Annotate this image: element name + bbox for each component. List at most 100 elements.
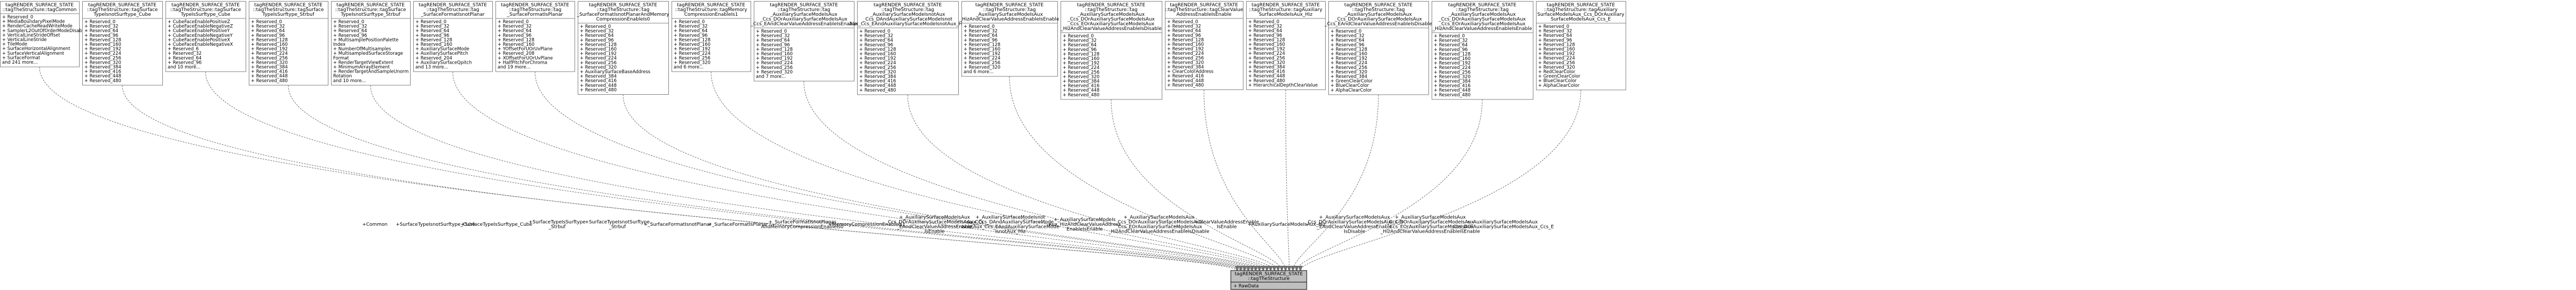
class-title-line: _Ccs_DOrAuxiliarySurfaceModeIsAux [1067, 17, 1155, 22]
class-box[interactable] [1061, 1, 1162, 100]
class-box[interactable] [857, 1, 959, 95]
class-member: + Reserved_416 [84, 69, 121, 75]
edge-label: _Ccs_DOrAuxiliarySurfaceModeIsAux [1115, 220, 1203, 225]
class-member: + Reserved_96 [580, 38, 614, 43]
class-member: + Reserved_256 [1538, 61, 1575, 66]
composition-edge [1293, 95, 1379, 271]
class-member: + Reserved_64 [1330, 38, 1364, 43]
class-member: + Reserved_224 [251, 51, 288, 56]
class-node-11[interactable]: tagRENDER_SURFACE_STATE::tagTheStructure… [959, 1, 1059, 77]
class-box[interactable] [495, 1, 575, 72]
class-title-line: ::tagTheStructure::tag [509, 7, 561, 13]
target-class[interactable]: tagRENDER_SURFACE_STATE ::tagTheStructur… [1230, 270, 1307, 290]
class-title-line: _AuxiliarySurfaceModeIsAux [1448, 12, 1516, 17]
class-box[interactable] [249, 1, 328, 86]
edge-label: +_AuxiliarySurfaceModeIsAux [1467, 220, 1538, 225]
class-title-line: tagRENDER_SURFACE_STATE [1170, 3, 1238, 8]
class-member: + Reserved_224 [1538, 56, 1575, 61]
class-member: + Reserved_96 [1538, 38, 1572, 43]
class-node-13[interactable]: tagRENDER_SURFACE_STATE::tagTheStructure… [1165, 1, 1243, 90]
composition-edge [1297, 99, 1483, 271]
class-node-16[interactable]: tagRENDER_SURFACE_STATE::tagTheStructure… [1432, 1, 1533, 100]
composition-edge [711, 72, 1267, 271]
composition-edge [803, 81, 1271, 271]
class-member: + Reserved_320 [1063, 74, 1100, 79]
class-node-14[interactable]: tagRENDER_SURFACE_STATE::tagTheStructure… [1246, 1, 1326, 90]
class-member: + Reserved_96 [964, 38, 997, 43]
class-node-17[interactable]: tagRENDER_SURFACE_STATE::tagTheStructure… [1536, 1, 1626, 91]
class-node-4[interactable]: tagRENDER_SURFACE_STATE::tagTheStructure… [331, 1, 411, 86]
class-member: + Reserved_96 [84, 33, 118, 38]
class-box[interactable] [754, 1, 854, 82]
class-box[interactable] [1328, 1, 1429, 95]
edge-label: _Ccs_DOrAuxiliarySurfaceModeIsAux_Ccs [1305, 220, 1404, 225]
class-box[interactable] [331, 1, 411, 86]
class-title-line: _Ccs_DOrAuxiliarySurfaceModeIsAux [1438, 17, 1526, 22]
class-title-line: tagRENDER_SURFACE_STATE [1251, 3, 1320, 8]
class-member: and 241 more... [2, 60, 38, 65]
class-title-line: _Ccs_EAndClearValueAddressEnableIsEnable [751, 22, 857, 27]
class-member: + RedClearColor [1538, 69, 1576, 75]
class-member: + AlphaClearColor [1330, 88, 1372, 93]
class-member: + Reserved_256 [1330, 65, 1367, 71]
class-box[interactable] [1432, 1, 1533, 100]
class-node-8[interactable]: tagRENDER_SURFACE_STATE::tagTheStructure… [672, 1, 751, 72]
class-member: + Reserved_0 [756, 29, 787, 34]
class-member: + MinimumArrayElement [333, 65, 390, 70]
class-member: + Reserved_192 [1248, 47, 1285, 52]
class-node-7[interactable]: tagRENDER_SURFACE_STATE::tagTheStructure… [576, 1, 669, 95]
class-title-line: _SurfaceFormatIsPlanar [507, 12, 563, 17]
class-node-5[interactable]: tagRENDER_SURFACE_STATE::tagTheStructure… [413, 1, 493, 72]
class-member: + Reserved_320 [1330, 69, 1367, 75]
class-member: + Reserved_224 [964, 56, 1000, 61]
class-node-6[interactable]: tagRENDER_SURFACE_STATE::tagTheStructure… [495, 1, 575, 72]
class-node-3[interactable]: tagRENDER_SURFACE_STATE::tagTheStructure… [249, 1, 328, 86]
class-member: + Reserved_32 [415, 24, 449, 29]
class-title-line: tagRENDER_SURFACE_STATE [770, 3, 838, 8]
class-member: + Reserved_224 [1063, 65, 1100, 71]
class-node-10[interactable]: tagRENDER_SURFACE_STATE::tagTheStructure… [849, 1, 966, 95]
class-box[interactable] [578, 1, 669, 95]
class-member: + Reserved_192 [964, 52, 1000, 57]
class-title-line: tagRENDER_SURFACE_STATE [171, 3, 240, 8]
class-node-15[interactable]: tagRENDER_SURFACE_STATE::tagTheStructure… [1324, 1, 1432, 95]
class-box[interactable] [413, 1, 493, 72]
class-title-line: ::tagTheStructure::tag [777, 7, 830, 13]
class-box[interactable] [1165, 1, 1243, 90]
class-node-0[interactable]: tagRENDER_SURFACE_STATE::tagTheStructure… [0, 1, 86, 67]
class-node-9[interactable]: tagRENDER_SURFACE_STATE::tagTheStructure… [751, 1, 857, 82]
composition-edge [452, 72, 1256, 271]
class-member: + Reserved_192 [251, 47, 288, 52]
class-box[interactable] [0, 1, 80, 67]
class-member: + Reserved_256 [251, 56, 288, 61]
class-box[interactable] [961, 1, 1058, 77]
class-box[interactable] [1246, 1, 1326, 90]
composition-edge [1111, 99, 1282, 271]
class-member: + Reserved_128 [251, 37, 288, 43]
class-box[interactable] [672, 1, 751, 72]
class-box[interactable] [166, 1, 246, 72]
edge-label: +ClearValueAddressEnable [1194, 220, 1259, 225]
target-class-box[interactable] [1230, 270, 1307, 290]
class-node-2[interactable]: tagRENDER_SURFACE_STATE::tagTheStructure… [166, 1, 246, 72]
class-title-line: _HizAndClearValueAddressEnableIsEnable [959, 17, 1059, 22]
class-member: + Reserved_96 [1063, 47, 1096, 53]
class-member: + Reserved_384 [1063, 79, 1100, 84]
class-title-line: ::tagTheStructure::tagAuxiliary [1544, 7, 1618, 13]
class-box[interactable] [82, 1, 163, 86]
class-member: + Reserved_416 [1167, 74, 1204, 79]
boxes-layer: tagRENDER_SURFACE_STATE::tagTheStructure… [0, 1, 1626, 100]
class-node-12[interactable]: tagRENDER_SURFACE_STATE::tagTheStructure… [1060, 1, 1162, 100]
class-member: + Reserved_384 [84, 65, 121, 70]
class-member: + Reserved_96 [251, 33, 285, 38]
class-box[interactable] [1536, 1, 1626, 91]
edge-label: +_AuxiliarySurfaceModeIsnot [976, 215, 1046, 221]
class-member: + Reserved_96 [1330, 43, 1364, 48]
class-member: + Reserved_0 [1330, 29, 1362, 34]
class-member: + Reserved_128 [1248, 37, 1285, 43]
class-member: + Reserved_96 [756, 43, 790, 48]
composition-edge [1203, 89, 1286, 271]
class-node-1[interactable]: tagRENDER_SURFACE_STATE::tagTheStructure… [82, 1, 163, 86]
class-title-line: ::tagTheStructure::tagCommon [3, 7, 77, 13]
class-member: + Reserved_0 [674, 19, 705, 25]
